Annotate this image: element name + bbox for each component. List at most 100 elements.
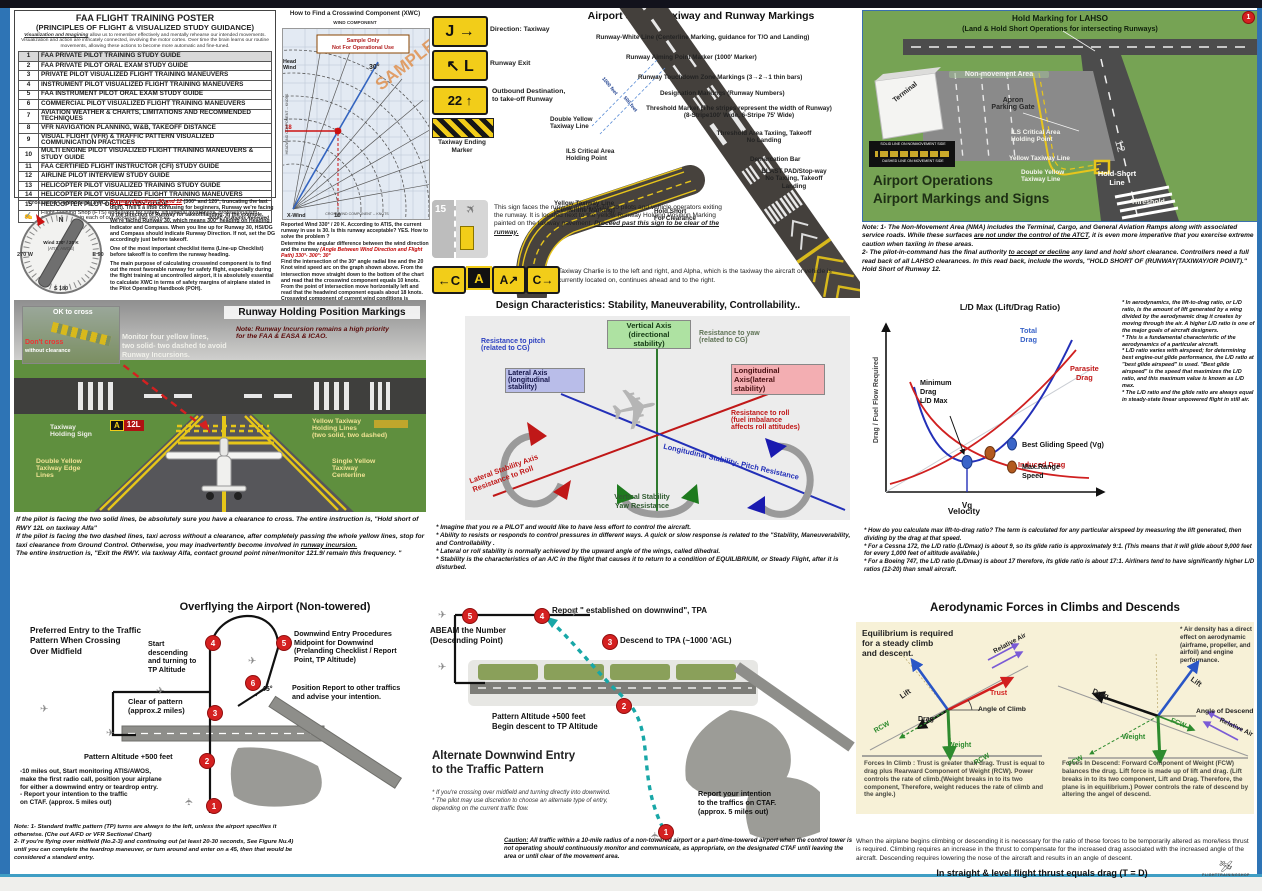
rhpm-paragraph-1: If the pilot is facing the two solid lin… <box>16 516 419 532</box>
downwind-procedures-label: Downwind Entry Procedures Midpoint for D… <box>294 629 397 664</box>
yellow-taxiway-line-label-lahso: Yellow Taxiway Line <box>1009 155 1070 162</box>
resistance-pitch-label: Resistance to pitch (related to CG) <box>481 338 546 352</box>
start-descending-label: Start descending and turning to TP Altit… <box>148 639 197 674</box>
toc-intro: Visualization and Imagining allow us to … <box>20 33 270 49</box>
caac-sign: ←C A A↗ C→ <box>432 266 560 294</box>
xwc-paragraph-2: One of the most important checklist item… <box>110 245 264 259</box>
bottom-frame-line <box>0 874 1262 877</box>
alt-entry-title: Alternate Downwind Entry to the Traffic … <box>432 750 576 776</box>
toc-row-num: 1 <box>18 51 39 62</box>
runway-15-number: 15 <box>435 204 447 215</box>
overfly-subtitle: Preferred Entry to the Traffic Pattern W… <box>30 626 142 656</box>
taxiway-direction-sign: J → <box>432 16 488 47</box>
toc-row-num: 13 <box>18 180 39 192</box>
toc-row-num: 7 <box>18 108 39 125</box>
aiming-point-label: Runway Aiming Point Marker (1000' Marker… <box>626 54 757 61</box>
aircraft-marker-icon: ✈ <box>570 608 579 619</box>
toc-intro-lead: Visualization and Imagining <box>24 33 89 38</box>
xwc-p1-rest: (300° and 120°, truncating the last digi… <box>110 199 276 244</box>
max-range-speed-label: Max.Range Speed <box>1022 462 1060 480</box>
caac-a-diag-text: A↗ <box>499 273 519 287</box>
compass-wind-sub: (ATIS, AWOS) <box>48 246 75 251</box>
wind-text-1: Reported Wind 330° / 20 K. According to … <box>281 222 429 241</box>
toc-row-title: PRIVATE PILOT VISUALIZED FLIGHT TRAINING… <box>38 70 272 81</box>
caac-c-left-text: ←C <box>437 272 461 288</box>
climb-descend-bottom-text: When the airplane begins climbing or des… <box>856 838 1249 862</box>
overfly-step-2: 2 <box>199 753 215 769</box>
lahso-panel: 12 Hold Marking for LAHSO (Land & Hold S… <box>862 10 1258 222</box>
toc-row-num: 4 <box>18 79 39 91</box>
wind-text-2-red: (Angle Between Wind Direction and Flight… <box>281 246 423 259</box>
lateral-axis-box: Lateral Axis (longitudinal stability) <box>505 368 585 393</box>
demarcation-bar-label: Demarcation Bar <box>750 156 801 163</box>
caac-cell-a: A <box>466 266 492 290</box>
nma-legend-text-1: SOLID LINE ON NONMOVEMENT SIDE <box>880 142 946 146</box>
runway-white-line-label: Runway-White Line (Centerline Marking, g… <box>596 34 810 41</box>
rhpm-p2u: runway incursion. <box>300 541 358 549</box>
toc-row-num: 3 <box>18 70 39 81</box>
caac-a-text: A <box>474 270 484 286</box>
caution-lead: Caution: <box>504 838 529 844</box>
not-operational-label: Not For Operational Use <box>332 45 394 51</box>
y-axis-label: HEADWIND COMPONENT -- KNOTS <box>285 93 289 154</box>
overfly-path <box>111 614 403 813</box>
ils-critical-area-label: ILS Critical Area Holding Point <box>566 148 615 163</box>
alt-pattern-altitude-label: Pattern Altitude +500 feet Begin descent… <box>492 712 598 731</box>
resistance-roll-label: Resistance to roll (fuel imbalance affec… <box>731 410 800 431</box>
overfly-step-6: 6 <box>245 675 261 691</box>
lahso-note-2b: any land and hold short clearance. Contr… <box>862 249 1249 274</box>
sign-j-arrow: J → <box>445 22 475 40</box>
forces-panel <box>856 622 1254 814</box>
wind-text-2: Determine the angular difference between… <box>281 241 429 260</box>
toc-row-title: HELICOPTER PILOT VISUALIZED TRAINING STU… <box>38 180 272 192</box>
descend-forces-diagram <box>1057 651 1249 763</box>
minimum-drag-label: Minimum Drag L/D Max <box>920 378 952 405</box>
right-frame-bar <box>1257 8 1262 874</box>
nma-legend-text-2: DASHED LINE ON MOVEMENT SIDE <box>882 159 944 163</box>
double-yellow-line-label-lahso: Double Yellow Taxiway Line <box>1021 169 1065 183</box>
lahso-title: Hold Marking for LAHSO <box>1012 14 1108 23</box>
yellow-taxiway-line-label: Yellow Taxiway Line (Centerline Marking) <box>554 200 615 215</box>
nonmovement-area-badge: Non-movement Area <box>949 71 1049 78</box>
toc-row-title: AVIATION WEATHER & CHARTS, LIMITATIONS A… <box>38 108 272 125</box>
yellow-holding-lines-label: Yellow Taxiway Holding Lines (two solid,… <box>312 418 388 439</box>
holding-sign-12l-text: 12L <box>126 420 141 429</box>
toc-row-num: 11 <box>18 161 39 173</box>
pattern-altitude-label: Pattern Altitude +500 feet <box>84 752 173 761</box>
wind-chart-subtitle: WIND COMPONENT <box>333 20 377 25</box>
taxiway-holding-sign-label: Taxiway Holding Sign <box>50 424 92 438</box>
hold-short-clearance-label: Hold Short For Clearance <box>654 208 696 223</box>
lahso-note-1u: are not under the control of the ATCT <box>974 232 1089 240</box>
ld-side-bullet-3: * L/D ratio varies with airspeed; for de… <box>1122 348 1254 390</box>
toc-row-title: COMMERCIAL PILOT VISUALIZED FLIGHT TRAIN… <box>38 99 272 110</box>
cessna-rear-view <box>165 437 283 500</box>
rhpm-title: Runway Holding Position Markings <box>224 306 420 319</box>
runway-exit-graphic: 15 ✈ <box>432 200 488 258</box>
exit-sign-text-underline: Proceed past this sign to be clear of th… <box>494 220 720 236</box>
aircraft-marker-icon: ✈ <box>106 728 115 739</box>
caac-cell-c-left: ←C <box>432 266 466 294</box>
overfly-diagram: Preferred Entry to the Traffic Pattern W… <box>10 598 460 820</box>
blast-pad-label: BLAST PAD/Stop-way No Taxiing, Takeoff L… <box>761 168 827 190</box>
report-intention-label: Report your intention to the traffics on… <box>698 789 777 816</box>
bottom-frame-strip <box>0 877 1262 891</box>
overfly-note-1: Note: 1- Standard traffic pattern (TP) t… <box>14 824 277 838</box>
lahso-note-2a: 2- The pilot-in-command has the final au… <box>862 249 1009 257</box>
toc-row-num: 10 <box>18 147 39 163</box>
toc-row-title: VISUAL FLIGHT (VFR) & TRAFFIC PATTERN VI… <box>38 132 272 149</box>
air-density-note: * Air density has a direct effect on aer… <box>1180 626 1252 664</box>
toc-row-title: FAA CERTIFIED FLIGHT INSTRUCTOR (CFI) ST… <box>38 161 272 173</box>
ld-bottom-bullet-2: * For a Cessna 172, the L/D ratio (L/Dma… <box>864 543 1252 558</box>
alt-step-1: 1 <box>658 824 674 840</box>
toc-row-title: MULTI ENGINE PILOT VISUALIZED FLIGHT TRA… <box>38 147 272 163</box>
compass-s-label: S 180 <box>54 286 68 292</box>
pen-icon: ✍ <box>18 209 39 224</box>
